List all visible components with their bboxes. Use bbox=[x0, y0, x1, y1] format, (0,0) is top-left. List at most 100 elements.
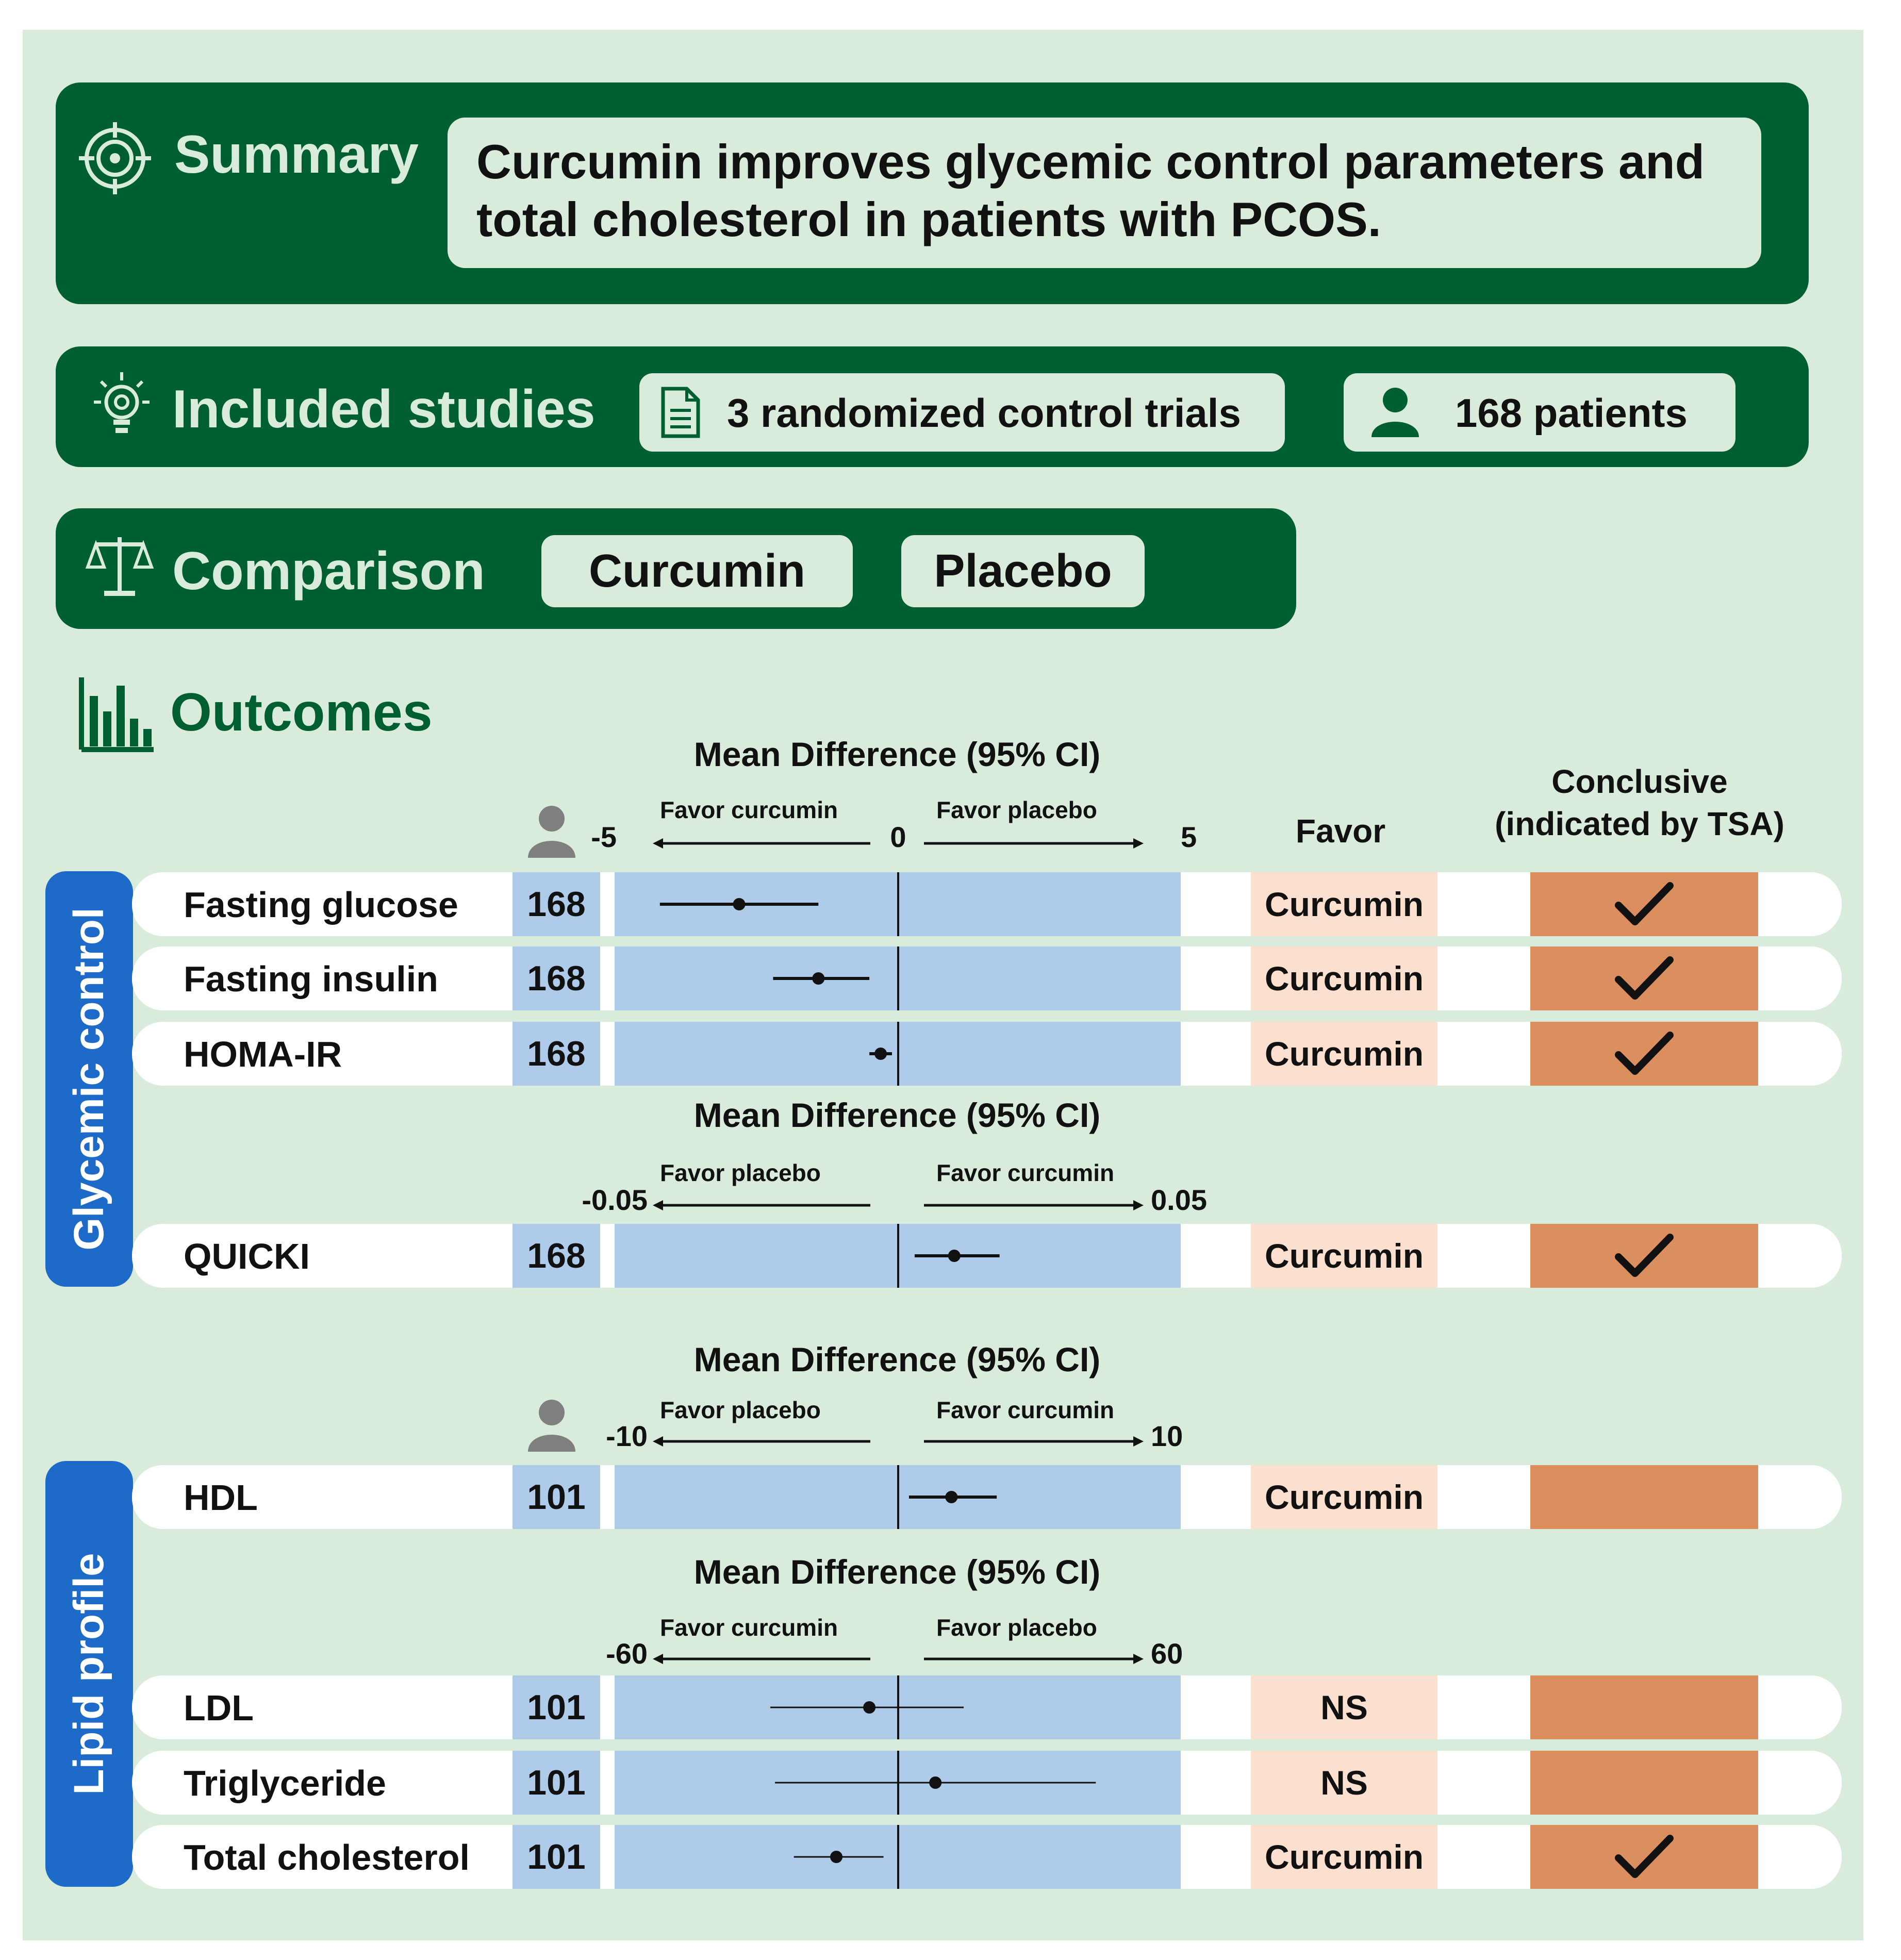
checkmark-path bbox=[1615, 1835, 1674, 1878]
forest-marks bbox=[770, 1675, 964, 1739]
scale-icon bbox=[85, 537, 154, 596]
conclusive-header-line1: Conclusive bbox=[1551, 763, 1728, 800]
outcome-label: LDL bbox=[184, 1688, 254, 1728]
forest-title: Mean Difference (95% CI) bbox=[693, 735, 1101, 773]
right-arrowhead bbox=[1133, 1654, 1144, 1664]
summary-text-box: Curcumin improves glycemic control param… bbox=[448, 118, 1761, 268]
favor-right-label: Favor curcumin bbox=[936, 1397, 1115, 1423]
favor-cell: Curcumin bbox=[1251, 1022, 1437, 1086]
point-estimate bbox=[830, 1851, 843, 1863]
checkmark-path bbox=[1615, 882, 1674, 925]
document-icon bbox=[661, 387, 700, 438]
favor-left-label: Favor placebo bbox=[660, 1397, 821, 1423]
summary-text-line2: total cholesterol in patients with PCOS. bbox=[476, 192, 1381, 246]
conclusive-cell bbox=[1530, 1022, 1758, 1086]
forest-marks bbox=[897, 1465, 997, 1529]
sample-size-cell: 101 bbox=[513, 1825, 600, 1889]
tick-label: 5 bbox=[1181, 821, 1197, 853]
favor-right-label: Favor curcumin bbox=[936, 1159, 1115, 1186]
favor-left-label: Favor curcumin bbox=[660, 796, 838, 823]
favor-cell: Curcumin bbox=[1251, 1224, 1437, 1288]
sample-size-cell: 168 bbox=[513, 946, 600, 1010]
forest-title: Mean Difference (95% CI) bbox=[693, 1340, 1101, 1378]
person-icon bbox=[1371, 388, 1419, 437]
axis-arrows bbox=[653, 1654, 1144, 1664]
sample-size-cell: 168 bbox=[513, 872, 600, 936]
left-arrowhead bbox=[653, 1436, 663, 1447]
forest-marks bbox=[897, 1224, 1000, 1288]
target-icon bbox=[79, 122, 151, 194]
checkmark-path bbox=[1615, 1234, 1674, 1277]
favor-header: Favor bbox=[1295, 812, 1386, 850]
checkmark-icon bbox=[1615, 882, 1674, 925]
favor-left-label: Favor curcumin bbox=[660, 1614, 838, 1641]
bar-chart-icon bbox=[79, 677, 154, 752]
axis-arrows bbox=[653, 1436, 1144, 1447]
checkmark-path bbox=[1615, 1032, 1674, 1075]
forest-title: Mean Difference (95% CI) bbox=[693, 1553, 1101, 1591]
lightbulb-icon bbox=[94, 372, 150, 433]
tick-label: -60 bbox=[606, 1637, 648, 1670]
point-estimate bbox=[948, 1250, 961, 1262]
outcome-label: Total cholesterol bbox=[184, 1837, 470, 1878]
person-icon bbox=[528, 1400, 575, 1452]
axis-arrows bbox=[653, 838, 1144, 849]
favor-right-label: Favor placebo bbox=[936, 1614, 1097, 1641]
conclusive-cell bbox=[1530, 1224, 1758, 1288]
sample-size-cell: 101 bbox=[513, 1751, 600, 1815]
trials-pill: 3 randomized control trials bbox=[639, 373, 1285, 452]
favor-cell: Curcumin bbox=[1251, 1465, 1437, 1529]
outcome-label: HOMA-IR bbox=[184, 1034, 342, 1074]
outcome-label: QUICKI bbox=[184, 1236, 310, 1276]
tick-label: -5 bbox=[591, 821, 617, 853]
favor-left-label: Favor placebo bbox=[660, 1159, 821, 1186]
outcome-label: Triglyceride bbox=[184, 1763, 386, 1803]
included-studies-title: Included studies bbox=[172, 379, 596, 439]
included-studies-bar: Included studies 3 randomized control tr… bbox=[56, 346, 1809, 467]
conclusive-cell bbox=[1530, 1465, 1758, 1529]
left-arrowhead bbox=[653, 1200, 663, 1210]
conclusive-cell bbox=[1530, 1751, 1758, 1815]
point-estimate bbox=[929, 1776, 942, 1789]
tick-label: 60 bbox=[1151, 1637, 1183, 1670]
favor-cell: Curcumin bbox=[1251, 1825, 1437, 1889]
point-estimate bbox=[874, 1048, 887, 1060]
forest-title: Mean Difference (95% CI) bbox=[693, 1096, 1101, 1134]
checkmark-icon bbox=[1615, 956, 1674, 1000]
tick-label: -0.05 bbox=[582, 1184, 648, 1216]
favor-cell: Curcumin bbox=[1251, 872, 1437, 936]
point-estimate bbox=[812, 972, 825, 985]
curcumin-pill: Curcumin bbox=[541, 535, 853, 607]
point-estimate bbox=[863, 1701, 876, 1714]
checkmark-icon bbox=[1615, 1835, 1674, 1878]
conclusive-cell bbox=[1530, 946, 1758, 1010]
summary-title: Summary bbox=[174, 125, 419, 185]
comparison-title: Comparison bbox=[172, 541, 485, 601]
comparison-bar: Comparison Curcumin Placebo bbox=[56, 508, 1296, 629]
forest-marks bbox=[659, 872, 899, 936]
tick-label: 0.05 bbox=[1151, 1184, 1207, 1216]
conclusive-cell bbox=[1530, 1675, 1758, 1739]
outcome-label: HDL bbox=[184, 1477, 258, 1518]
patients-pill: 168 patients bbox=[1344, 373, 1735, 452]
right-arrowhead bbox=[1133, 838, 1144, 849]
trials-text: 3 randomized control trials bbox=[727, 390, 1241, 436]
outcomes-title: Outcomes bbox=[170, 683, 433, 742]
forest-marks bbox=[794, 1825, 899, 1889]
right-arrowhead bbox=[1133, 1200, 1144, 1210]
sample-size-cell: 168 bbox=[513, 1022, 600, 1086]
checkmark-icon bbox=[1615, 1032, 1674, 1075]
favor-cell: Curcumin bbox=[1251, 946, 1437, 1010]
forest-marks bbox=[773, 946, 899, 1010]
checkmark-path bbox=[1615, 956, 1674, 1000]
forest-marks bbox=[775, 1751, 1096, 1815]
tick-label: -10 bbox=[606, 1420, 648, 1452]
favor-cell: NS bbox=[1251, 1675, 1437, 1739]
conclusive-cell bbox=[1530, 872, 1758, 936]
sample-size-cell: 101 bbox=[513, 1675, 600, 1739]
patients-text: 168 patients bbox=[1455, 390, 1688, 436]
summary-bar: Summary Curcumin improves glycemic contr… bbox=[56, 82, 1809, 304]
conclusive-cell bbox=[1530, 1825, 1758, 1889]
outcome-label: Fasting glucose bbox=[184, 885, 458, 925]
left-arrowhead bbox=[653, 838, 663, 849]
